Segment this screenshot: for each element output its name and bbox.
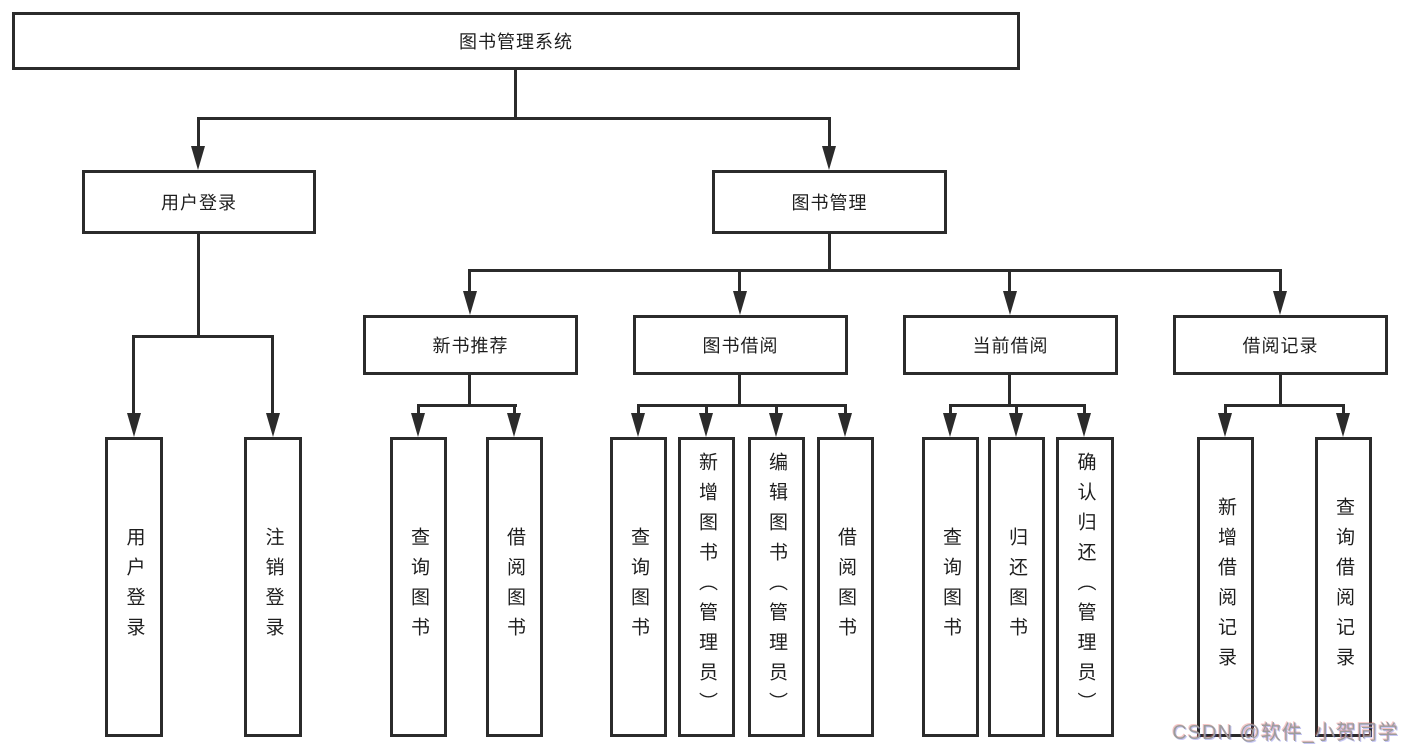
node-library-management-system: 图书管理系统 — [12, 12, 1020, 70]
arrow-down-icon — [127, 413, 141, 437]
node-leaf-borrow-books: 借阅图书 — [817, 437, 874, 737]
connector-group-down — [738, 375, 741, 407]
node-leaf-user-login: 用户登录 — [105, 437, 163, 737]
arrow-down-icon — [733, 291, 747, 315]
node-current-borrowing: 当前借阅 — [903, 315, 1118, 375]
connector-level3-stem — [468, 269, 471, 297]
arrow-down-icon — [1218, 413, 1232, 437]
connector-root-stem — [514, 68, 517, 120]
arrow-down-icon — [1003, 291, 1017, 315]
node-user-login: 用户登录 — [82, 170, 316, 234]
connector-level3-split — [468, 269, 1282, 272]
arrow-down-icon — [699, 413, 713, 437]
connector-leaf-stem — [705, 404, 708, 417]
arrow-down-icon — [1077, 413, 1091, 437]
connector-group-down — [1279, 375, 1282, 407]
arrow-down-icon — [1273, 291, 1287, 315]
arrow-down-icon — [1336, 413, 1350, 437]
node-leaf-query-books: 查询图书 — [610, 437, 667, 737]
arrow-down-icon — [411, 413, 425, 437]
node-leaf-query-borrow-record: 查询借阅记录 — [1315, 437, 1372, 737]
connector-group-split — [1224, 404, 1345, 407]
arrow-down-icon — [631, 413, 645, 437]
node-leaf-query-books: 查询图书 — [390, 437, 447, 737]
arrow-down-icon — [943, 413, 957, 437]
node-new-book-recommendation: 新书推荐 — [363, 315, 578, 375]
node-leaf-logout: 注销登录 — [244, 437, 302, 737]
node-leaf-add-books-admin: 新增图书（管理员） — [678, 437, 735, 737]
connector-leaf-stem — [844, 404, 847, 417]
connector-group-split — [417, 404, 517, 407]
connector-user-login-split — [132, 335, 274, 338]
node-book-borrowing: 图书借阅 — [633, 315, 848, 375]
connector-leaf-stem — [417, 404, 420, 417]
arrow-down-icon — [191, 146, 205, 170]
connector-leaf-stem — [1015, 404, 1018, 417]
node-leaf-query-books: 查询图书 — [922, 437, 979, 737]
connector-level3-stem — [738, 269, 741, 297]
csdn-watermark: CSDN @软件_小贺同学 — [1172, 722, 1399, 744]
connector-leaf-stem — [1342, 404, 1345, 417]
arrow-down-icon — [769, 413, 783, 437]
connector-leaf-stem — [132, 335, 135, 415]
connector-leaf-stem — [637, 404, 640, 417]
node-leaf-confirm-return-admin: 确认归还（管理员） — [1056, 437, 1114, 737]
node-leaf-return-books: 归还图书 — [988, 437, 1045, 737]
node-leaf-edit-books-admin: 编辑图书（管理员） — [748, 437, 805, 737]
connector-level2-split — [197, 117, 831, 120]
arrow-down-icon — [822, 146, 836, 170]
arrow-down-icon — [838, 413, 852, 437]
connector-group-down — [1008, 375, 1011, 407]
arrow-down-icon — [507, 413, 521, 437]
connector-leaf-stem — [271, 335, 274, 415]
node-book-management: 图书管理 — [712, 170, 947, 234]
connector-book-management-stem — [828, 117, 831, 151]
connector-user-login-stem — [197, 117, 200, 151]
connector-user-login-down — [197, 234, 200, 338]
arrow-down-icon — [1009, 413, 1023, 437]
node-leaf-borrow-books: 借阅图书 — [486, 437, 543, 737]
connector-leaf-stem — [1083, 404, 1086, 417]
connector-leaf-stem — [513, 404, 516, 417]
node-borrowing-records: 借阅记录 — [1173, 315, 1388, 375]
connector-group-down — [468, 375, 471, 407]
connector-level3-stem — [1008, 269, 1011, 297]
connector-leaf-stem — [1224, 404, 1227, 417]
connector-book-management-down — [828, 234, 831, 272]
arrow-down-icon — [463, 291, 477, 315]
connector-group-split — [637, 404, 847, 407]
node-leaf-add-borrow-record: 新增借阅记录 — [1197, 437, 1254, 737]
connector-level3-stem — [1279, 269, 1282, 297]
connector-leaf-stem — [949, 404, 952, 417]
connector-leaf-stem — [775, 404, 778, 417]
arrow-down-icon — [266, 413, 280, 437]
